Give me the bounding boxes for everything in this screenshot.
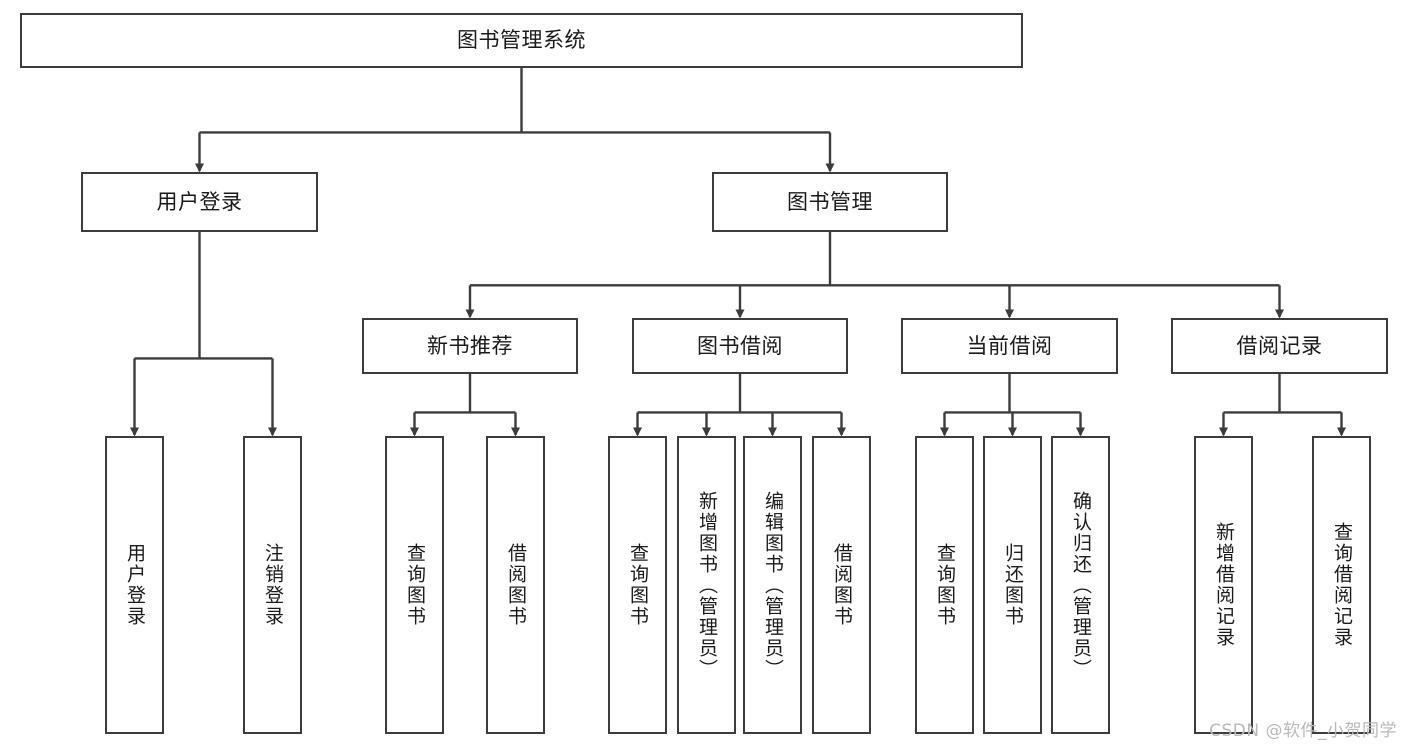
node-label: 查询借阅记录 (1331, 522, 1353, 648)
node-leaf-2[interactable]: 注销登录 (243, 436, 302, 734)
node-label: 注销登录 (262, 543, 284, 627)
node-label: 查询图书 (627, 543, 649, 627)
node-leaf-13[interactable]: 查询借阅记录 (1312, 436, 1371, 734)
node-leaf-5[interactable]: 查询图书 (608, 436, 667, 734)
node-label: 确认归还（管理员） (1070, 490, 1092, 680)
node-label: 新增借阅记录 (1213, 522, 1235, 648)
node-new-book-rec[interactable]: 新书推荐 (362, 318, 578, 374)
node-label: 编辑图书（管理员） (762, 490, 784, 680)
node-label: 借阅图书 (505, 543, 527, 627)
node-label: 当前借阅 (966, 333, 1053, 358)
node-label: 图书管理系统 (457, 28, 586, 53)
node-leaf-11[interactable]: 确认归还（管理员） (1051, 436, 1110, 734)
node-label: 用户登录 (124, 543, 146, 627)
node-label: 图书管理 (787, 189, 873, 214)
node-root[interactable]: 图书管理系统 (20, 13, 1023, 68)
node-book-borrow[interactable]: 图书借阅 (632, 318, 848, 374)
node-label: 查询图书 (934, 543, 956, 627)
node-leaf-7[interactable]: 编辑图书（管理员） (743, 436, 802, 734)
node-leaf-9[interactable]: 查询图书 (915, 436, 974, 734)
node-label: 用户登录 (156, 189, 243, 214)
node-leaf-1[interactable]: 用户登录 (105, 436, 164, 734)
node-label: 新书推荐 (427, 333, 513, 358)
node-leaf-12[interactable]: 新增借阅记录 (1194, 436, 1253, 734)
node-borrow-log[interactable]: 借阅记录 (1171, 318, 1388, 374)
node-leaf-3[interactable]: 查询图书 (385, 436, 444, 734)
node-label: 图书借阅 (697, 333, 783, 358)
node-label: 归还图书 (1002, 543, 1024, 627)
node-label: 查询图书 (404, 543, 426, 627)
node-leaf-10[interactable]: 归还图书 (983, 436, 1042, 734)
node-label: 借阅记录 (1236, 333, 1323, 358)
node-cur-borrow[interactable]: 当前借阅 (901, 318, 1118, 374)
node-leaf-4[interactable]: 借阅图书 (486, 436, 545, 734)
node-leaf-6[interactable]: 新增图书（管理员） (677, 436, 736, 734)
node-label: 新增图书（管理员） (696, 490, 718, 680)
node-label: 借阅图书 (831, 543, 853, 627)
node-user-login[interactable]: 用户登录 (81, 172, 318, 232)
csdn-watermark: CSDN @软件_小贺同学 (1209, 721, 1397, 741)
node-book-manage[interactable]: 图书管理 (712, 172, 948, 232)
node-leaf-8[interactable]: 借阅图书 (812, 436, 871, 734)
